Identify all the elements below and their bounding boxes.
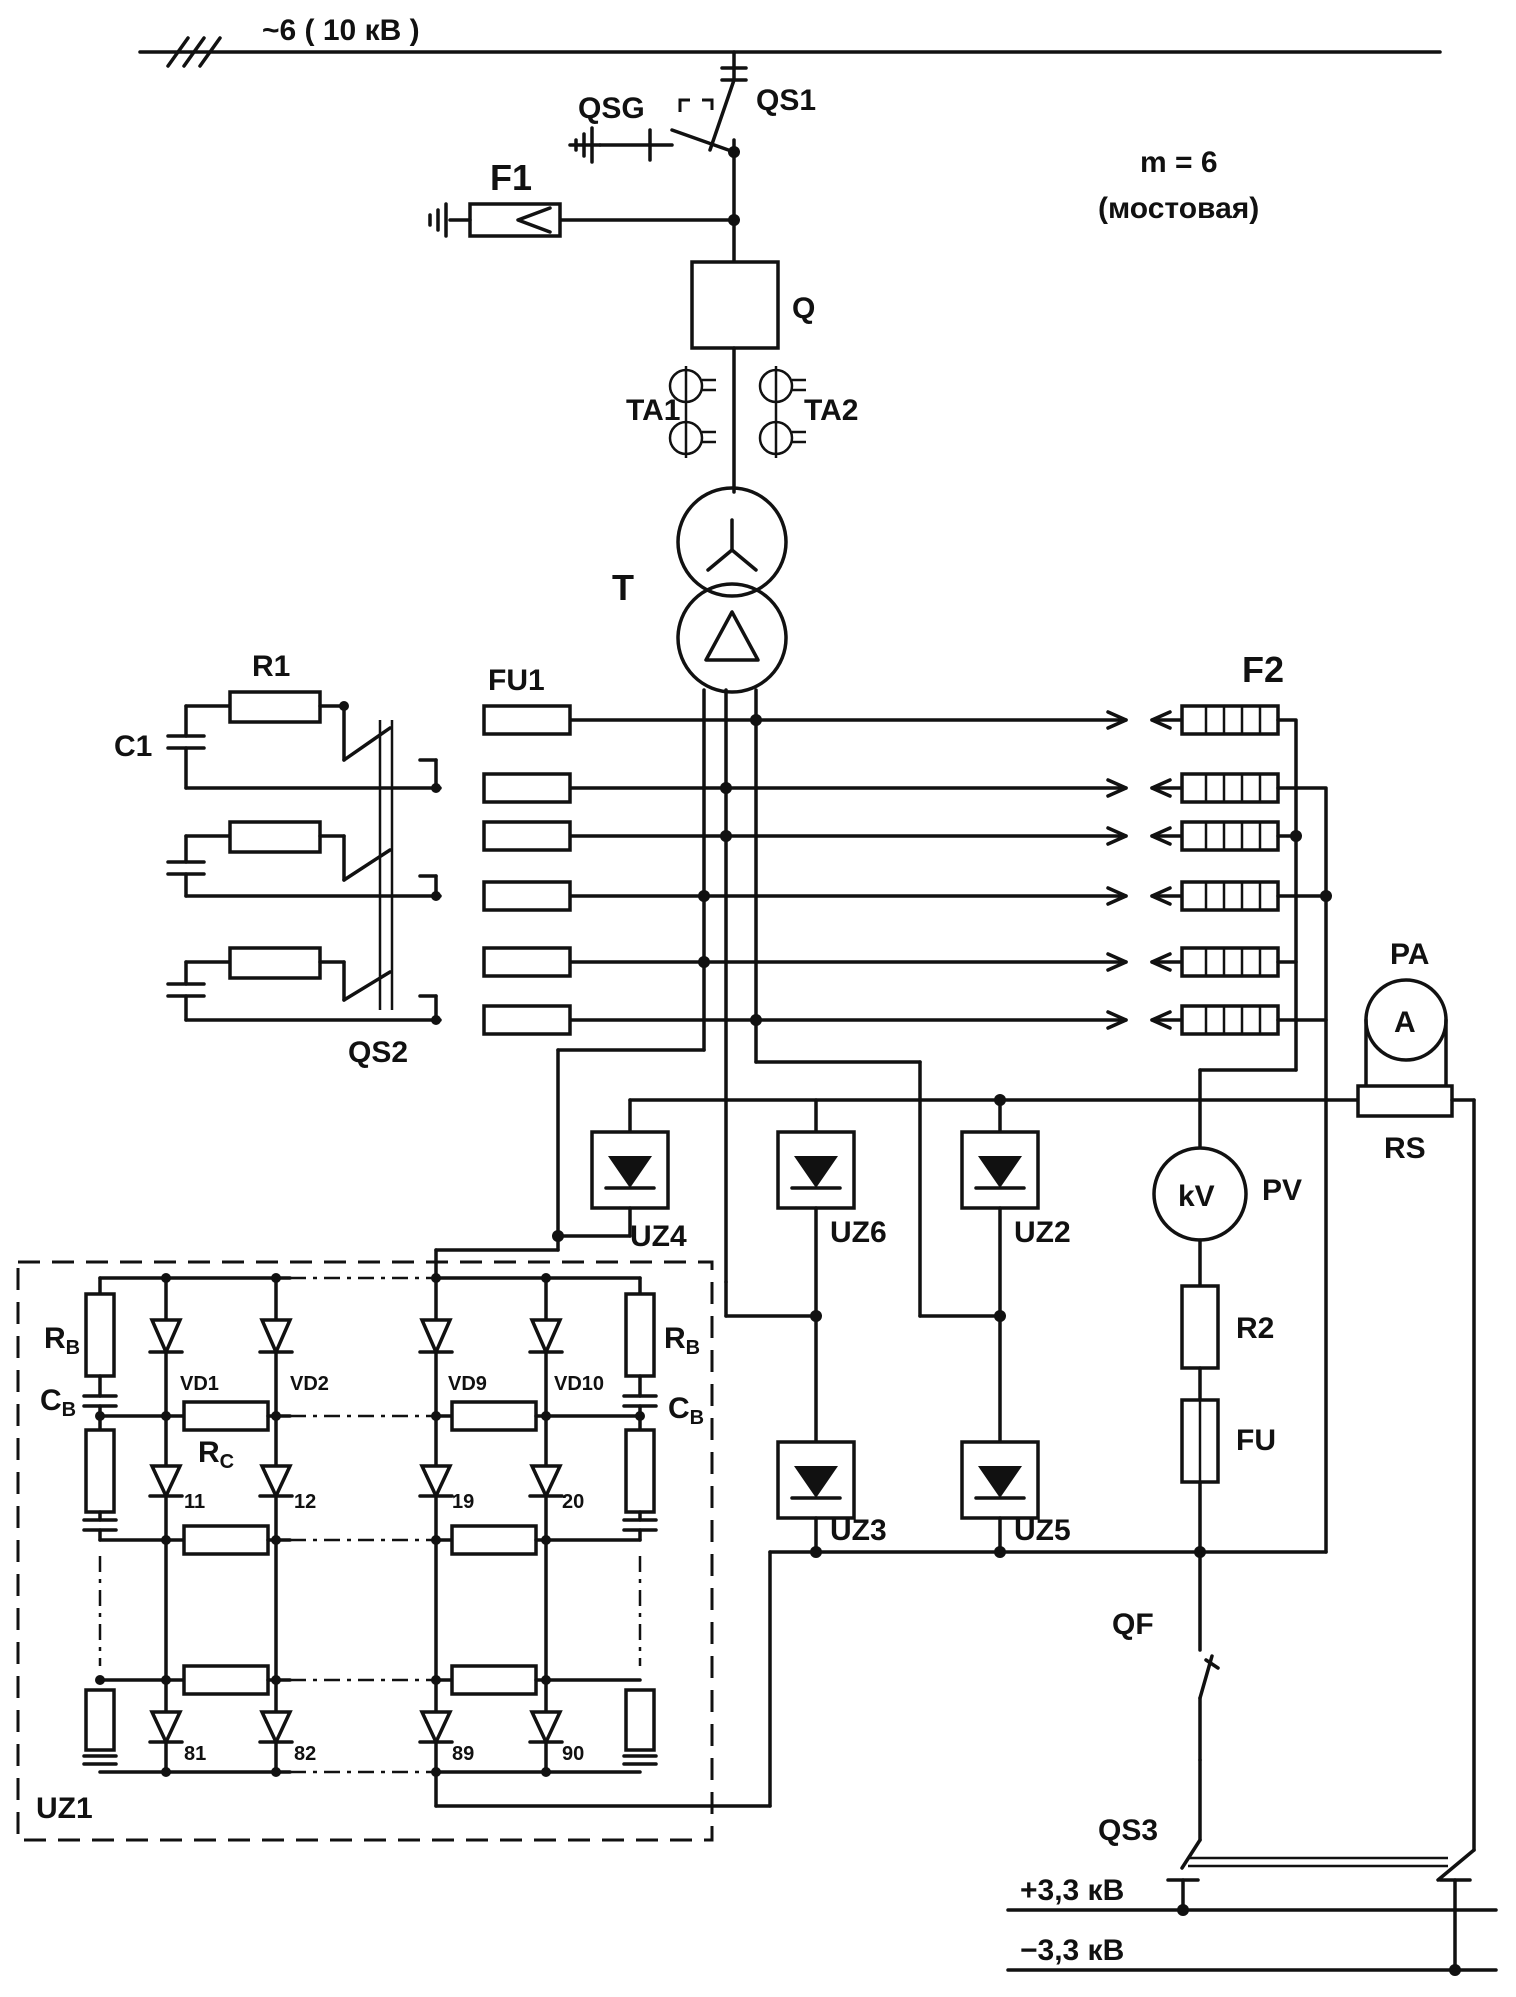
output-bus-plus: +3,3 кВ: [1006, 1874, 1498, 1912]
rb-label-left: RB: [44, 1322, 80, 1359]
fu1-label: FU1: [488, 664, 545, 697]
diode-82-label: 82: [294, 1743, 316, 1765]
cb-label-right: CB: [668, 1392, 704, 1429]
qs2-label: QS2: [348, 1036, 408, 1069]
vd10-label: VD10: [554, 1373, 604, 1395]
qf-label: QF: [1112, 1608, 1154, 1641]
a-meter-symbol: A: [1394, 1006, 1416, 1039]
uz3-label: UZ3: [830, 1514, 887, 1547]
ta2-label: TA2: [804, 394, 858, 427]
qsg-label: QSG: [578, 92, 645, 125]
diode-11-label: 11: [184, 1491, 205, 1513]
pv-label: PV: [1262, 1174, 1302, 1207]
phase-lines: [558, 710, 1128, 1030]
current-transformer-ta1: TA1: [626, 366, 716, 458]
f2-label: F2: [1242, 649, 1284, 690]
fu-label: FU: [1236, 1424, 1276, 1457]
qs3-label: QS3: [1098, 1814, 1158, 1847]
rc-snubber-group: R1 C1 QS2 FU1: [114, 650, 572, 1069]
output-bus-minus: −3,3 кВ: [1006, 1934, 1498, 1972]
c1-label: C1: [114, 730, 152, 763]
rc-label: RC: [198, 1436, 234, 1473]
surge-arrester-f1: F1: [428, 157, 740, 238]
rs-label: RS: [1384, 1132, 1426, 1165]
uz4-label: UZ4: [630, 1220, 687, 1253]
diode-20-label: 20: [562, 1491, 584, 1513]
rb-label-right: RB: [664, 1322, 700, 1359]
r2-label: R2: [1236, 1312, 1274, 1345]
rectifier-uz3: UZ3: [776, 1440, 887, 1558]
q-label: Q: [792, 292, 815, 325]
bus-plus-label: +3,3 кВ: [1020, 1874, 1124, 1907]
disconnector-qs3: QS3: [1098, 1758, 1476, 1976]
diode-12-label: 12: [294, 1491, 316, 1513]
f1-label: F1: [490, 157, 532, 198]
phase-count-label: m = 6: [1140, 146, 1218, 179]
bus-minus-label: −3,3 кВ: [1020, 1934, 1124, 1967]
transformer-t: T: [612, 486, 788, 694]
breaker-qf: QF: [1112, 1550, 1220, 1762]
earthing-switch-qsg: QSG: [568, 92, 736, 164]
voltmeter-pv: kV PV R2 FU: [1152, 1098, 1302, 1558]
ta1-label: TA1: [626, 394, 680, 427]
surge-arrester-f2: F2: [1150, 649, 1332, 1554]
uz6-label: UZ6: [830, 1216, 887, 1249]
kv-meter-symbol: kV: [1178, 1180, 1215, 1213]
diode-90-label: 90: [562, 1743, 584, 1765]
diode-19-label: 19: [452, 1491, 474, 1513]
vd1-label: VD1: [180, 1373, 219, 1395]
breaker-q: Q: [690, 218, 815, 494]
rectifier-block-uz1: UZ1 VD1 VD2 VD9: [16, 1234, 772, 1842]
qs1-label: QS1: [756, 84, 816, 117]
vd9-label: VD9: [448, 1373, 487, 1395]
cb-label-left: CB: [40, 1384, 76, 1421]
ammeter-pa: PA A RS: [1356, 938, 1476, 1852]
rectifier-uz6: UZ6: [776, 1130, 887, 1444]
rectifier-bus-wiring: [556, 1048, 1362, 1318]
rectifier-uz2: UZ2: [960, 1130, 1071, 1444]
disconnector-qs1: QS1: [708, 50, 816, 158]
t-label: T: [612, 567, 634, 608]
supply-bus-label: ~6 ( 10 кВ ): [262, 14, 420, 47]
r1-label: R1: [252, 650, 290, 683]
vd2-label: VD2: [290, 1373, 329, 1395]
uz2-label: UZ2: [1014, 1216, 1071, 1249]
bridge-type-label: (мостовая): [1098, 192, 1259, 225]
rectifier-uz4: UZ4: [552, 1130, 687, 1253]
supply-bus-6-10kv: ~6 ( 10 кВ ): [138, 14, 1442, 68]
rectifier-uz5: UZ5: [960, 1440, 1071, 1558]
diode-89-label: 89: [452, 1743, 474, 1765]
diode-81-label: 81: [184, 1743, 206, 1765]
pa-label: PA: [1390, 938, 1429, 971]
current-transformer-ta2: TA2: [758, 366, 858, 458]
uz1-label: UZ1: [36, 1792, 93, 1825]
uz5-label: UZ5: [1014, 1514, 1071, 1547]
